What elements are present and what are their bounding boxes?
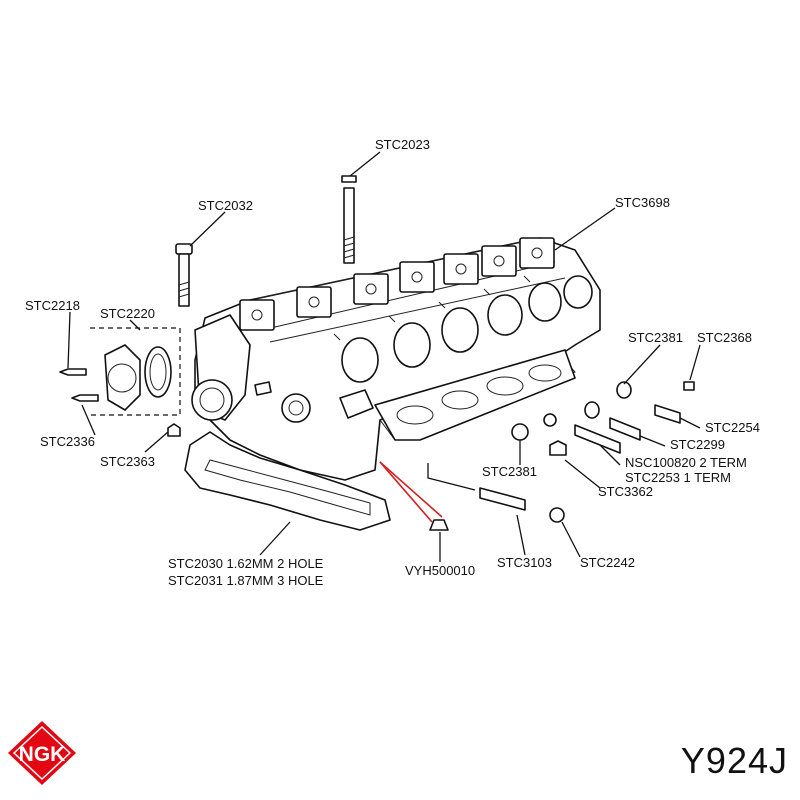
label-stc2218: STC2218	[25, 298, 80, 313]
label-stc2368: STC2368	[697, 330, 752, 345]
label-stc3103: STC3103	[497, 555, 552, 570]
label-vyh500010: VYH500010	[405, 563, 475, 578]
cylinder-head	[191, 237, 601, 481]
label-stc2363: STC2363	[100, 454, 155, 469]
label-stc2242: STC2242	[580, 555, 635, 570]
label-stc2023: STC2023	[375, 137, 430, 152]
ngk-logo: NGK	[8, 721, 76, 785]
bolt-stc2023	[341, 175, 357, 264]
sensors	[429, 381, 681, 531]
label-stc2254: STC2254	[705, 420, 760, 435]
label-stc2381-top: STC2381	[628, 330, 683, 345]
label-stc2032: STC2032	[198, 198, 253, 213]
label-stc2031: STC2031 1.87MM 3 HOLE	[168, 573, 324, 588]
ngk-logo-text: NGK	[19, 743, 66, 766]
bolt-stc2032	[175, 243, 193, 307]
front-gasket	[184, 431, 391, 531]
small-bolts	[59, 368, 695, 456]
label-stc2336: STC2336	[40, 434, 95, 449]
label-stc2299: STC2299	[670, 437, 725, 452]
part-labels: STC2023 STC2032 STC3698 STC2218 STC2220 …	[25, 137, 760, 588]
leader-lines	[67, 151, 701, 562]
label-nsc100820: NSC100820 2 TERM	[625, 455, 747, 470]
label-stc2381-mid: STC2381	[482, 464, 537, 479]
label-stc2030: STC2030 1.62MM 2 HOLE	[168, 556, 324, 571]
head-gasket	[374, 349, 576, 441]
label-stc2220: STC2220	[100, 306, 155, 321]
label-stc3698: STC3698	[615, 195, 670, 210]
part-code: Y924J	[680, 740, 788, 781]
cover-plate	[90, 327, 181, 416]
label-stc3362: STC3362	[598, 484, 653, 499]
label-stc2253: STC2253 1 TERM	[625, 470, 731, 485]
